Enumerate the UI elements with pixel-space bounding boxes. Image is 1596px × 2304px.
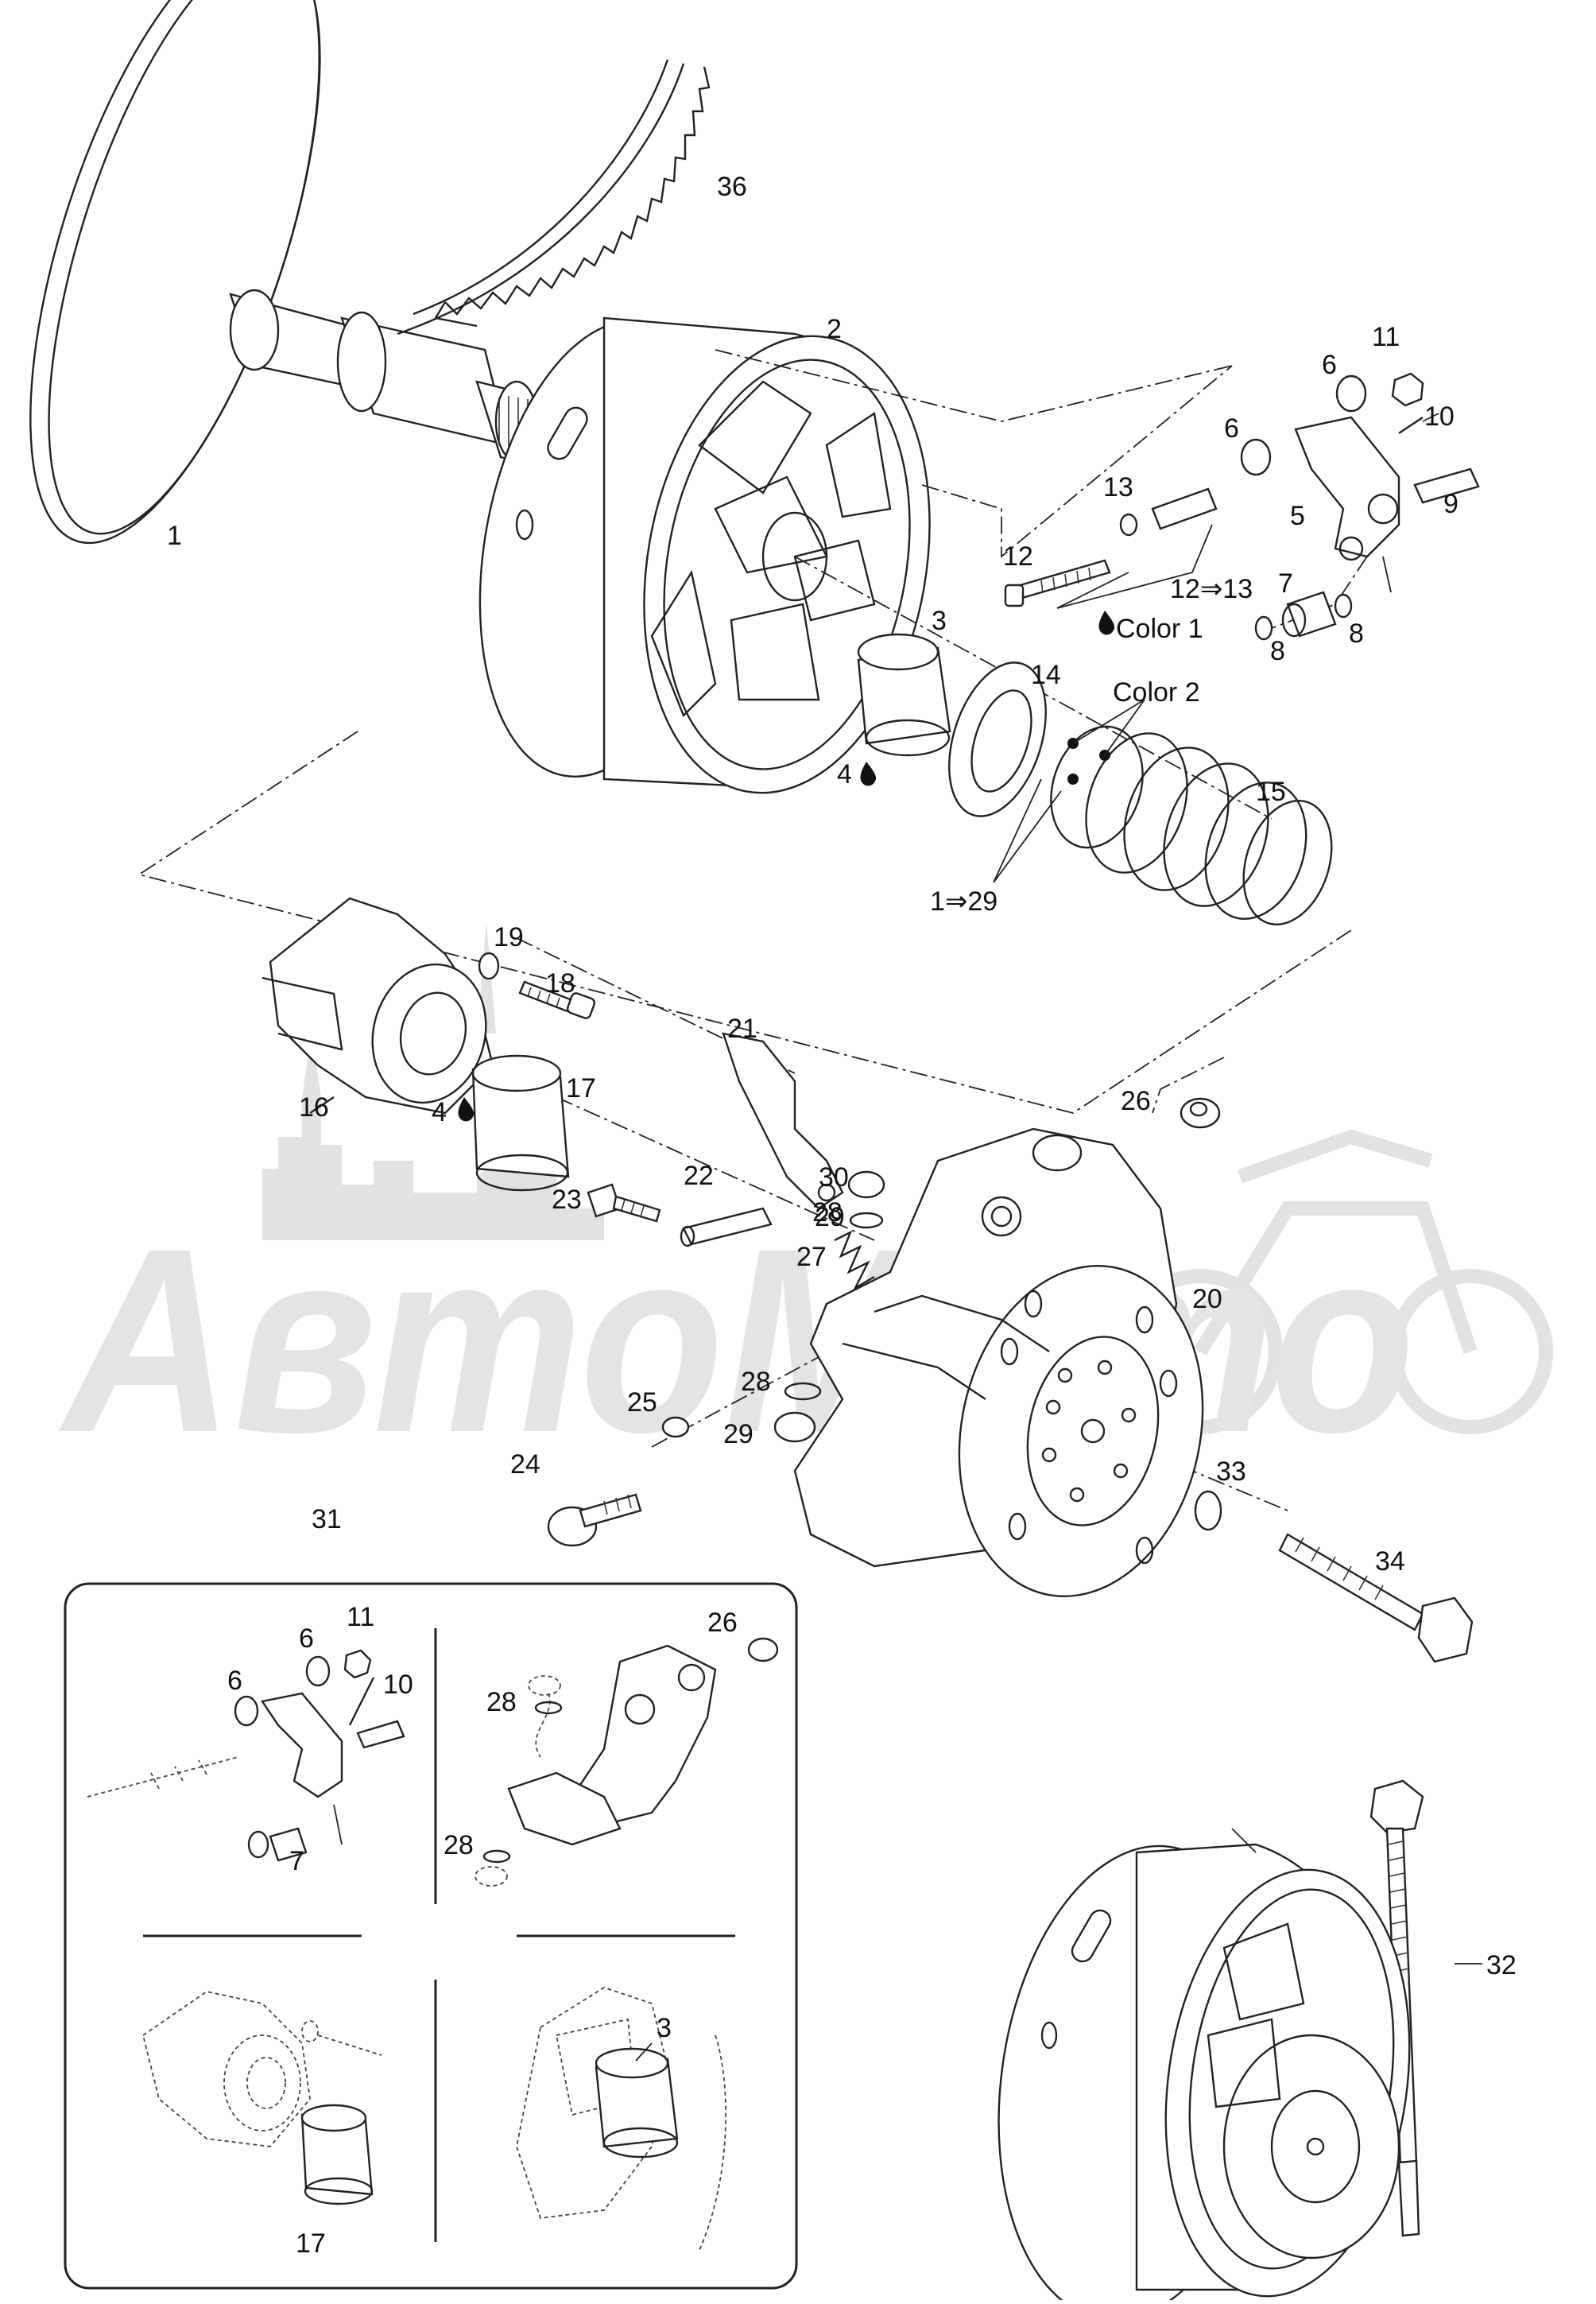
callout-label: 1⇒29 — [930, 886, 998, 917]
part-cam-16 — [261, 897, 494, 1115]
callout-label: 32 — [1486, 1950, 1517, 1980]
callout-label: Color 2 — [1113, 677, 1200, 708]
part-lever-21 — [722, 1032, 844, 1210]
callout-label: 17 — [566, 1073, 596, 1104]
part-fixed-sheave — [29, 0, 550, 545]
inset-callout-label: 28 — [486, 1687, 517, 1717]
callout-label: 8 — [1270, 636, 1285, 666]
callout-label: 12 — [1003, 541, 1033, 572]
callout-labels: 1 2 3 4 4 5 6 6 7 8 8 9 10 11 12 12⇒13 1… — [167, 172, 1517, 1980]
callout-label: 6 — [1322, 350, 1337, 380]
callout-label: 18 — [545, 968, 575, 999]
part-spring-15 — [1050, 725, 1333, 925]
inset-callout-label: 28 — [444, 1830, 474, 1860]
part-bolt-23 — [587, 1183, 661, 1223]
callout-label: Color 1 — [1116, 614, 1203, 644]
callout-label: 20 — [1192, 1284, 1222, 1314]
callout-label: 16 — [299, 1092, 329, 1123]
part-nut-26 — [1180, 1097, 1221, 1129]
part-sliding-sheave — [478, 316, 931, 794]
part-screw-18 — [478, 952, 596, 1019]
callout-label: 9 — [1443, 489, 1458, 519]
part-bushing-17 — [471, 1054, 570, 1192]
part-washer-14 — [948, 661, 1047, 817]
callout-label: 24 — [510, 1449, 540, 1480]
callout-label: 28 — [812, 1197, 843, 1228]
part-bushing-3 — [857, 633, 951, 757]
part-bolt-24 — [547, 1416, 690, 1547]
color-leaders — [993, 699, 1145, 883]
inset-callout-label: 26 — [707, 1608, 738, 1638]
callout-label: 14 — [1031, 660, 1061, 690]
inset-callout-label: 6 — [299, 1623, 314, 1654]
callout-label: 33 — [1216, 1456, 1246, 1487]
part-washer-32 — [1194, 1490, 1222, 1531]
inset-variants-box — [64, 1582, 798, 2290]
callout-label: 2 — [827, 314, 842, 344]
inset-callout-label: 11 — [347, 1602, 374, 1632]
callout-label: 4 — [432, 1097, 447, 1127]
part-governor-cup-20 — [793, 1127, 1204, 1597]
callout-label: 8 — [1349, 619, 1364, 649]
callout-label: 6 — [1224, 413, 1239, 444]
callout-label: 4 — [837, 759, 852, 789]
callout-label: 30 — [819, 1162, 849, 1193]
callout-label: 22 — [684, 1161, 714, 1191]
callout-label: 19 — [494, 922, 524, 952]
part-pin-22 — [680, 1207, 773, 1247]
oil-drop-icons — [458, 611, 1115, 1122]
callout-label: 27 — [796, 1242, 827, 1272]
callout-label: 13 — [1103, 472, 1133, 502]
part-complete-assembly — [998, 1828, 1411, 2304]
inset-callout-label: 3 — [657, 2013, 672, 2043]
callout-label: 28 — [741, 1367, 771, 1397]
oil-drop-icon — [1098, 611, 1115, 635]
callout-label: 21 — [727, 1014, 757, 1044]
oil-drop-icon — [458, 1097, 475, 1122]
inset-callout-label: 17 — [296, 2228, 326, 2259]
callout-label: 1 — [167, 521, 182, 551]
callout-label: 11 — [1372, 322, 1400, 352]
part-drive-belt — [397, 59, 711, 336]
callout-label: 15 — [1256, 777, 1286, 807]
callout-label: 36 — [717, 172, 747, 202]
callout-label: 23 — [552, 1185, 582, 1215]
callout-label: 5 — [1290, 501, 1305, 531]
callout-label: 10 — [1424, 401, 1455, 432]
inset-callout-label: 10 — [383, 1670, 413, 1700]
part-arm-assembly — [1004, 372, 1480, 641]
callout-label: 31 — [312, 1504, 342, 1534]
callout-label: 29 — [815, 1202, 845, 1232]
callout-label: 3 — [932, 606, 947, 636]
part-spring-27 — [773, 1170, 885, 1443]
callout-label: 25 — [627, 1387, 657, 1418]
callout-label: 29 — [723, 1419, 753, 1449]
callout-label: 12⇒13 — [1170, 574, 1253, 604]
part-bolt-33 — [1278, 1533, 1474, 1663]
oil-drop-icon — [860, 762, 877, 786]
callout-label: 7 — [1278, 568, 1293, 599]
inset-callout-label: 6 — [227, 1666, 242, 1696]
inset-callout-labels: 11 6 6 10 7 26 28 28 17 3 — [227, 1602, 738, 2259]
inset-callout-label: 7 — [289, 1846, 304, 1876]
callout-label: 26 — [1121, 1086, 1151, 1116]
callout-label: 34 — [1375, 1546, 1405, 1577]
